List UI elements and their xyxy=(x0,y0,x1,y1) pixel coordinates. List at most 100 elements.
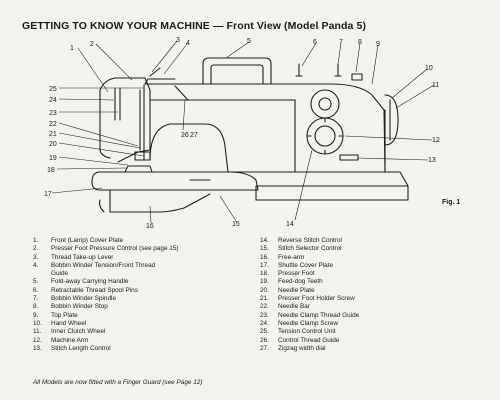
figure-label: Fig. 1 xyxy=(442,199,461,206)
legend-item-number: 22. xyxy=(260,303,269,311)
stitch-selector-dial xyxy=(306,117,344,155)
callout-2: 2 xyxy=(90,41,94,48)
legend-item: 8. Bobbin Winder Stop xyxy=(33,303,243,311)
footnote: All Models are now fitted with a Finger … xyxy=(33,379,203,386)
legend-item: 2. Presser Foot Pressure Control (see pag… xyxy=(33,245,243,253)
legend-item-text: Free-arm xyxy=(278,253,305,261)
callout-23: 23 xyxy=(49,110,57,117)
legend-item-number: 20. xyxy=(260,286,269,294)
legend-item-text: Presser Foot Pressure Control (see page … xyxy=(51,245,179,253)
machine-arm-shape xyxy=(144,83,386,171)
legend-item-text: Feed-dog Teeth xyxy=(278,278,323,286)
legend-item: 13. Stitch Length Control xyxy=(33,345,243,353)
legend-item-text: Machine Arm xyxy=(51,336,89,344)
legend-item-text: Presser Foot xyxy=(278,270,315,278)
callout-8: 8 xyxy=(358,39,362,46)
legend-item-number: 27. xyxy=(260,344,269,352)
page-title: GETTING TO KNOW YOUR MACHINE — Front Vie… xyxy=(22,20,367,32)
legend-item-number: 9. xyxy=(33,311,39,319)
legend-item-text: Needle Plate xyxy=(278,286,315,294)
legend-item-text: Shuttle Cover Plate xyxy=(278,261,334,269)
legend-item-text: Tension Control Unit xyxy=(278,328,336,336)
legend-item: 27. Zigzag width dial xyxy=(260,345,470,353)
callout-10: 10 xyxy=(425,65,433,72)
legend-item: 26. Control Thread Guide xyxy=(260,337,470,345)
legend-item-text: Thread Take-up Lever xyxy=(51,253,114,261)
stitch-length-dial xyxy=(310,89,340,119)
legend-item-number: 2. xyxy=(33,245,39,253)
callout-7: 7 xyxy=(339,39,343,46)
legend-item-number: 25. xyxy=(260,328,269,336)
legend-item-text: Presser Foot Holder Screw xyxy=(278,295,355,303)
legend-item-number: 10. xyxy=(33,319,42,327)
legend-item-number: 23. xyxy=(260,311,269,319)
callout-5: 5 xyxy=(247,38,251,45)
sewing-machine-diagram: 1 2 3 4 5 6 7 8 9 10 11 12 13 14 15 16 1… xyxy=(44,37,440,230)
legend-item-text: Retractable Thread Spool Pins xyxy=(51,286,138,294)
legend-item-text: Stitch Length Control xyxy=(51,344,111,352)
callout-17: 17 xyxy=(44,191,52,198)
callout-13: 13 xyxy=(428,157,436,164)
callout-22: 22 xyxy=(49,121,57,128)
legend-item-number: 3. xyxy=(33,253,39,261)
legend-item-number: 4. xyxy=(33,261,39,269)
legend-item-number xyxy=(33,270,51,278)
legend-item: Guide xyxy=(33,270,243,278)
callout-15: 15 xyxy=(232,221,240,228)
callout-4: 4 xyxy=(186,40,190,47)
legend-item-text: Inner Clutch Wheel xyxy=(51,328,106,336)
legend-item-text: Needle Bar xyxy=(278,303,310,311)
legend-item-number: 21. xyxy=(260,295,269,303)
legend-item: 12. Machine Arm xyxy=(33,337,243,345)
callout-25: 25 xyxy=(49,86,57,93)
callout-21: 21 xyxy=(49,131,57,138)
legend-item: 24.Needle Clamp Screw xyxy=(260,320,470,328)
legend-item-number: 14. xyxy=(260,237,269,244)
callout-19: 19 xyxy=(49,155,57,162)
legend-item: 25. Tension Control Unit xyxy=(260,328,470,336)
legend-item-text: Fold-away Carrying Handle xyxy=(51,278,129,286)
legend-item-text: Hand Wheel xyxy=(51,319,87,327)
legend-item-number: 19. xyxy=(260,278,269,286)
legend-item: 18.Presser Foot xyxy=(260,270,470,278)
legend-item: 3. Thread Take-up Lever xyxy=(33,254,243,262)
legend-item-number: 8. xyxy=(33,303,39,311)
legend-item-number: 6. xyxy=(33,286,39,294)
callout-24: 24 xyxy=(49,97,57,104)
legend-item-number: 1. xyxy=(33,237,39,244)
legend-item-text: Bobbin Winder Stop xyxy=(51,303,108,311)
legend-item: 20. Needle Plate xyxy=(260,287,470,295)
legend-item: 23. Needle Clamp Thread Guide xyxy=(260,312,470,320)
legend-item-text: Bobbin Winder Spindle xyxy=(51,295,117,303)
legend-item-text: Zigzag width dial xyxy=(278,344,326,352)
legend-item-number: 15. xyxy=(260,245,269,253)
legend-item: 11.Inner Clutch Wheel xyxy=(33,328,243,336)
legend-item-number: 7. xyxy=(33,295,39,303)
legend-item: 6. Retractable Thread Spool Pins xyxy=(33,287,243,295)
carrying-handle-shape xyxy=(202,57,272,85)
reverse-stitch-button xyxy=(339,154,359,161)
legend-item-text: Control Thread Guide xyxy=(278,336,340,344)
legend-item-number: 16. xyxy=(260,253,269,261)
hand-wheel-shape xyxy=(384,94,399,146)
callout-12: 12 xyxy=(432,137,440,144)
legend-item: 14.Reverse Stitch Control xyxy=(260,237,470,245)
callout-9: 9 xyxy=(376,41,380,48)
legend-item-number: 13. xyxy=(33,344,42,352)
legend-item-text: Top Plate xyxy=(51,311,78,319)
legend-item: 1.Front (Lamp) Cover Plate xyxy=(33,237,243,245)
legend-item-text: Needle Clamp Thread Guide xyxy=(278,311,360,319)
legend-item-number: 12. xyxy=(33,336,42,344)
callout-27: 27 xyxy=(190,132,198,139)
legend-item: 19. Feed-dog Teeth xyxy=(260,278,470,286)
legend-item: 15.Stitch Selector Control xyxy=(260,245,470,253)
legend-item-text: Guide xyxy=(51,270,69,278)
legend-item: 5.Fold-away Carrying Handle xyxy=(33,278,243,286)
legend-item-number: 26. xyxy=(260,336,269,344)
legend-item: 22. Needle Bar xyxy=(260,303,470,311)
callout-26: 26 xyxy=(181,132,189,139)
callout-14: 14 xyxy=(286,221,294,228)
